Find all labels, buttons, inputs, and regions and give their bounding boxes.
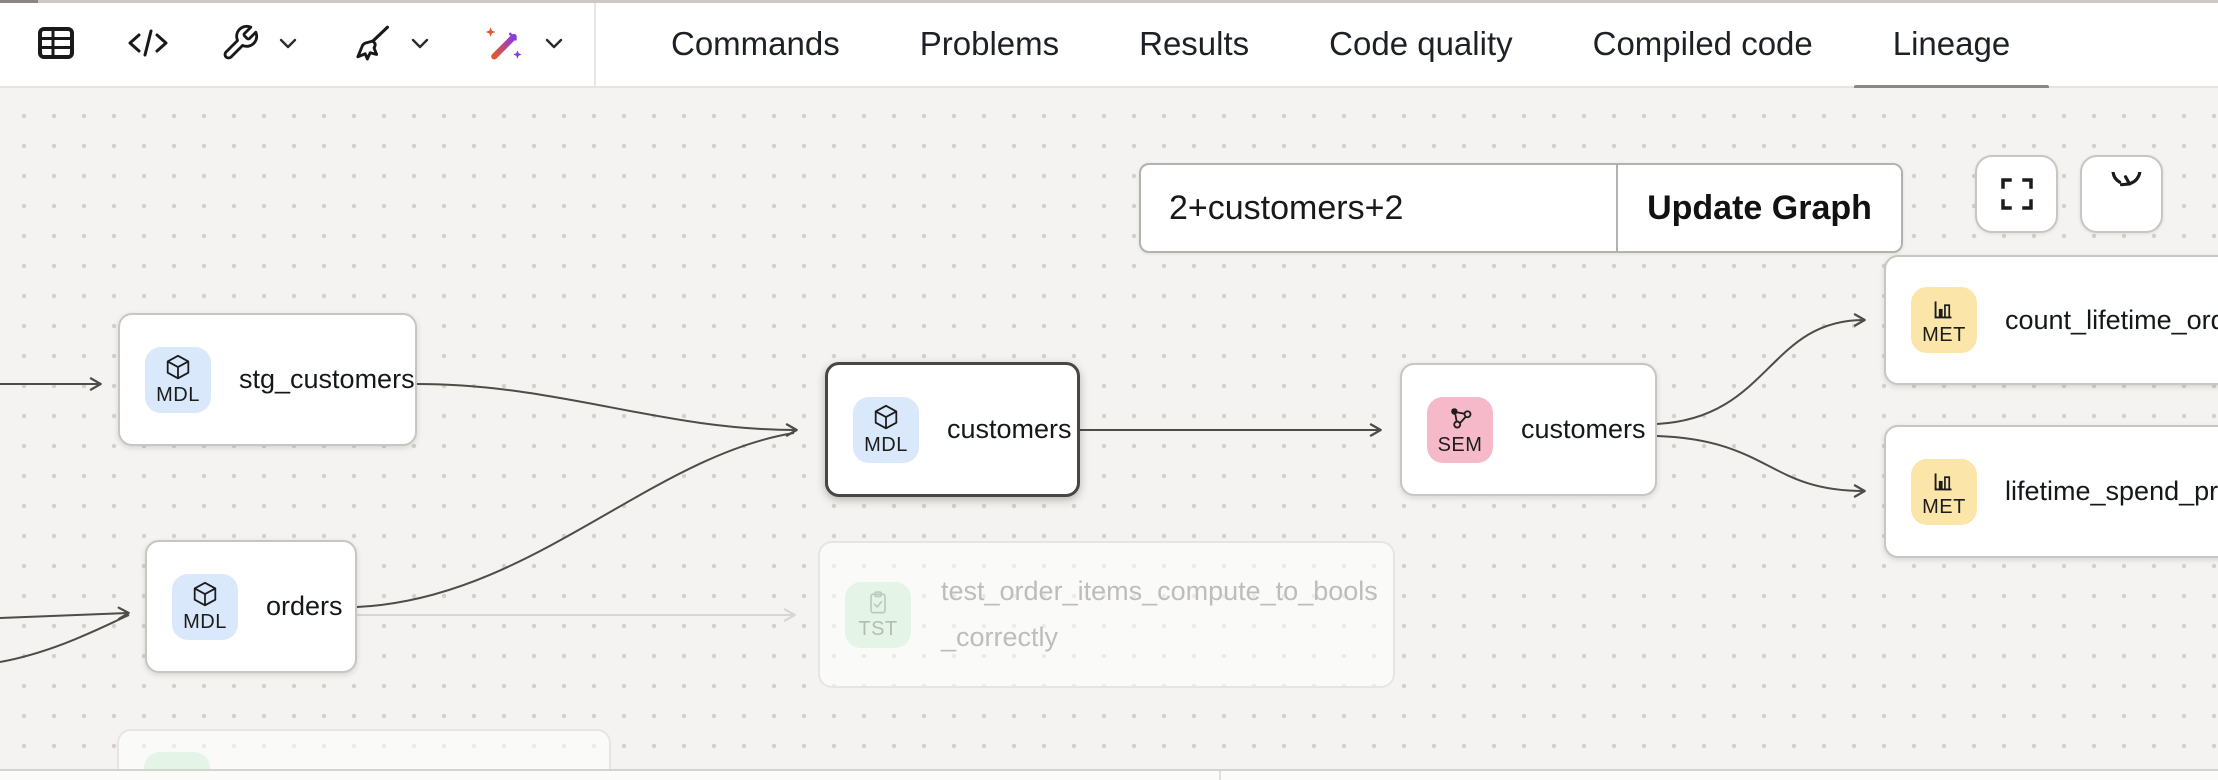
top-hairline: [0, 0, 2218, 3]
badge-label: SEM: [1437, 433, 1483, 456]
badge-label: MDL: [864, 433, 908, 456]
edge: [0, 614, 130, 663]
build-tools-button[interactable]: [220, 23, 300, 63]
toolbar-icon-strip: [0, 0, 596, 87]
cube-icon: [874, 404, 898, 429]
top-hairline-active-segment: [0, 0, 38, 3]
edge: [1656, 313, 1866, 425]
cube-icon: [193, 581, 217, 606]
node-label: customers: [1521, 414, 1646, 444]
lineage-selector-input[interactable]: 2+customers+2: [1169, 188, 1404, 227]
node-label: customers: [947, 414, 1072, 444]
refresh-icon: [2110, 172, 2141, 187]
node-orders[interactable]: MDL orders: [145, 540, 357, 673]
node-label: count_lifetime_order: [2005, 304, 2218, 335]
code-icon: [128, 29, 168, 57]
edge: [356, 432, 795, 608]
node-label-line: test_order_items_compute_to_bools: [941, 575, 1378, 606]
lineage-selector-group: 2+customers+2 Update Graph: [1139, 163, 1903, 253]
node-customers-semantic[interactable]: SEM customers: [1400, 363, 1657, 496]
bottom-panel-edge: [0, 769, 2218, 780]
broom-icon: [356, 25, 389, 61]
model-badge: MDL: [853, 396, 919, 463]
node-customers-model[interactable]: MDL customers: [825, 362, 1080, 497]
badge-label: TST: [858, 617, 898, 640]
badge-label: MET: [1922, 495, 1966, 518]
tab-results[interactable]: Results: [1139, 25, 1250, 62]
lineage-canvas[interactable]: 2+customers+2 Update Graph MDL stg_custo…: [0, 88, 2218, 780]
node-stg-customers[interactable]: MDL stg_customers: [118, 313, 417, 446]
tab-problems[interactable]: Problems: [919, 25, 1060, 62]
selector-divider: [1616, 165, 1618, 251]
chevron-down-icon: [279, 38, 297, 49]
cube-icon: [166, 354, 190, 379]
model-badge: MDL: [145, 346, 211, 413]
node-label: orders: [266, 591, 343, 621]
edge: [416, 383, 798, 437]
tab-lineage[interactable]: Lineage: [1853, 0, 2050, 90]
semantic-badge: SEM: [1427, 396, 1493, 463]
tab-code-quality[interactable]: Code quality: [1329, 25, 1513, 62]
test-badge: TST: [845, 581, 911, 648]
tab-compiled-code[interactable]: Compiled code: [1592, 25, 1813, 62]
code-button[interactable]: [126, 23, 170, 63]
edge: [1656, 435, 1866, 498]
update-graph-button[interactable]: Update Graph: [1618, 165, 1901, 251]
panel-tabs: Commands Problems Results Code quality C…: [632, 0, 2050, 90]
bar-chart-icon: [1934, 301, 1952, 319]
badge-label: MET: [1922, 324, 1966, 346]
refresh-button[interactable]: [2080, 155, 2163, 233]
semantic-graph-icon: [1451, 407, 1472, 428]
edge: [0, 606, 130, 620]
top-toolbar: Commands Problems Results Code quality C…: [0, 0, 2218, 90]
bottom-panel-divider: [1219, 771, 1221, 780]
node-label: stg_customers: [239, 364, 415, 394]
node-label: test_order_items_compute_to_bools _corre…: [941, 569, 1378, 661]
chevron-down-icon: [545, 38, 563, 49]
fullscreen-button[interactable]: [1975, 155, 2058, 233]
metric-badge: MET: [1911, 458, 1977, 525]
node-test-order-items[interactable]: TST test_order_items_compute_to_bools _c…: [818, 541, 1395, 688]
badge-label: MDL: [156, 383, 200, 406]
lineage-edges: [0, 313, 1866, 663]
toolbar-divider: [594, 0, 596, 87]
node-lifetime-spend-pretax[interactable]: MET lifetime_spend_preta: [1884, 425, 2218, 558]
model-badge: MDL: [172, 573, 238, 640]
table-icon: [38, 27, 74, 59]
chevron-down-icon: [411, 38, 429, 49]
wrench-icon: [223, 24, 259, 60]
badge-label: MDL: [183, 610, 227, 633]
node-label: lifetime_spend_preta: [2005, 476, 2218, 506]
clipboard-check-icon: [870, 590, 886, 613]
table-button[interactable]: [36, 23, 76, 63]
node-count-lifetime-orders[interactable]: MET count_lifetime_order: [1884, 255, 2218, 385]
bar-chart-icon: [1934, 472, 1952, 490]
node-label-line: _correctly: [941, 621, 1059, 652]
tab-commands[interactable]: Commands: [671, 25, 840, 62]
ai-assist-button[interactable]: [482, 21, 566, 65]
clean-button[interactable]: [350, 22, 432, 64]
metric-badge: MET: [1911, 287, 1977, 353]
magic-wand-icon: [485, 27, 522, 60]
fullscreen-icon: [2000, 178, 2033, 210]
